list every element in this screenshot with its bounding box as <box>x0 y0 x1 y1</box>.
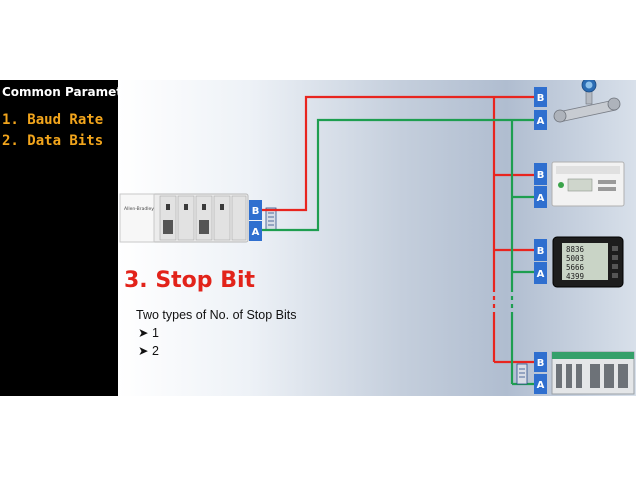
plc-terminal-a: A <box>249 221 262 241</box>
stop-bit-subtitle: Two types of No. of Stop Bits <box>136 308 297 322</box>
svg-text:A: A <box>537 193 545 204</box>
stop-bit-option-1: ➤1 <box>138 326 159 340</box>
svg-text:B: B <box>537 93 545 104</box>
termination-resistor-remote-icon <box>516 363 528 385</box>
power-meter-device-icon: 8836 5003 5666 4399 <box>552 236 624 288</box>
plc-terminal-b: B <box>249 200 262 220</box>
svg-text:B: B <box>252 206 260 217</box>
svg-text:A: A <box>537 116 545 127</box>
plc-controller: Allen-Bradley <box>119 193 249 243</box>
bullet-arrow-icon: ➤ <box>138 344 149 358</box>
energy-meter-device-icon <box>551 161 625 207</box>
svg-text:A: A <box>537 380 545 391</box>
energy-meter-terminal-b: B <box>534 163 547 185</box>
remote-plc-terminal-a: A <box>534 374 547 394</box>
remote-plc-device-icon <box>551 351 635 395</box>
svg-text:B: B <box>537 358 545 369</box>
svg-text:B: B <box>537 170 545 181</box>
bullet-arrow-icon: ➤ <box>138 326 149 340</box>
termination-resistor-plc-icon <box>265 207 277 231</box>
remote-plc-terminal-b: B <box>534 352 547 372</box>
stop-bit-option-2: ➤2 <box>138 344 159 358</box>
wire-b <box>262 95 534 364</box>
flowmeter-terminal-b: B <box>534 87 547 107</box>
power-meter-terminal-a: A <box>534 262 547 284</box>
power-meter-reading-3: 5666 <box>566 263 585 272</box>
parameter-item-baud-rate: 1. Baud Rate <box>2 112 104 128</box>
power-meter-reading-1: 8836 <box>566 245 585 254</box>
power-meter-reading-4: 4399 <box>566 272 584 281</box>
flowmeter-device-icon <box>553 80 621 123</box>
rs485-wiring-diagram: Allen-Bradley B <box>119 80 635 395</box>
power-meter-reading-2: 5003 <box>566 254 584 263</box>
stop-bit-heading: 3. Stop Bit <box>124 268 256 293</box>
parameter-item-data-bits: 2. Data Bits <box>2 133 104 149</box>
svg-text:A: A <box>537 269 545 280</box>
power-meter-terminal-b: B <box>534 239 547 261</box>
plc-brand-logo: Allen-Bradley <box>124 206 154 212</box>
slide: Common Parameter 1. Baud Rate 2. Data Bi… <box>0 80 636 396</box>
flowmeter-terminal-a: A <box>534 110 547 130</box>
svg-text:B: B <box>537 246 545 257</box>
left-panel: Common Parameter 1. Baud Rate 2. Data Bi… <box>0 80 136 396</box>
left-panel-title: Common Parameter <box>2 85 137 99</box>
energy-meter-terminal-a: A <box>534 186 547 208</box>
svg-text:A: A <box>252 227 260 238</box>
